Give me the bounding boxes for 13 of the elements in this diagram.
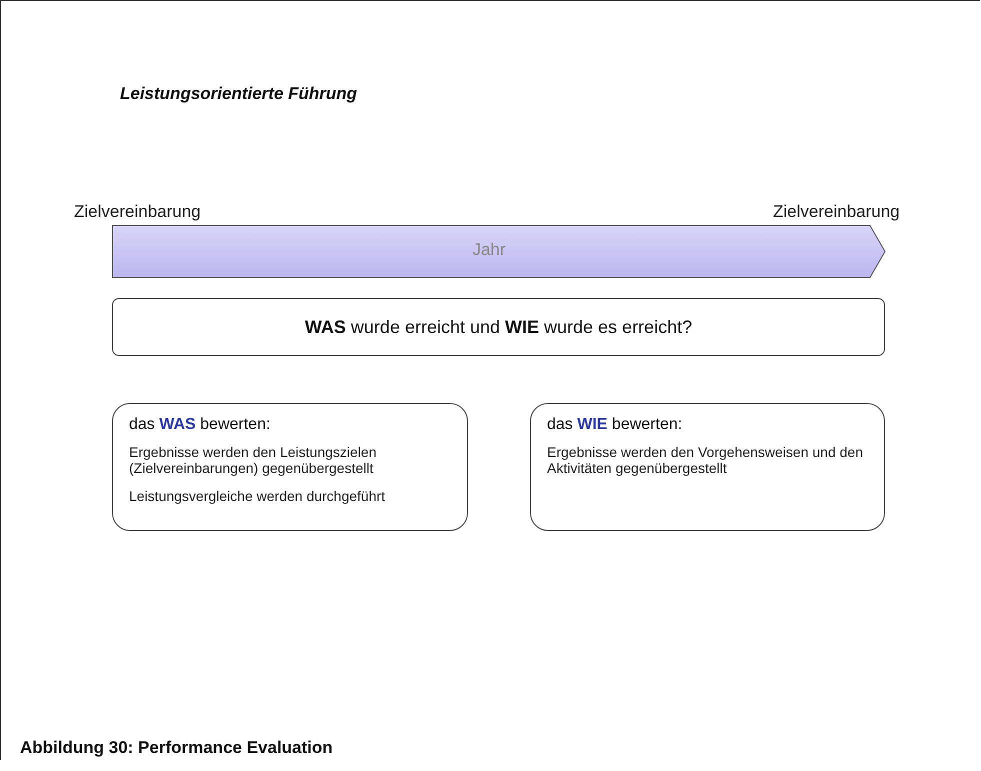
evaluation-card [112, 403, 468, 531]
question-box: WAS wurde erreicht und WIE wurde es erreicht? [112, 298, 885, 356]
timeline-label: Jahr [471, 240, 507, 260]
card-text: Ergebnisse werden den Leistungszielen (Zielvereinbarungen) gegenübergestellt [129, 444, 378, 476]
diagram-title: Leistungsorientierte Führung [120, 84, 358, 104]
card-heading: das WAS bewerten: [129, 416, 272, 434]
figure-caption: Abbildung 30: Performance Evaluation [20, 738, 333, 758]
card-text: Ergebnisse werden den Vorgehensweisen und den Aktivitäten gegenübergestellt [547, 444, 864, 476]
card-heading: das WIE bewerten: [547, 416, 684, 434]
milestone-label: Zielvereinbarung [773, 202, 900, 222]
card-text: Leistungsvergleiche werden durchgeführt [129, 488, 386, 504]
milestone-label: Zielvereinbarung [74, 202, 201, 222]
evaluation-card [530, 403, 885, 531]
